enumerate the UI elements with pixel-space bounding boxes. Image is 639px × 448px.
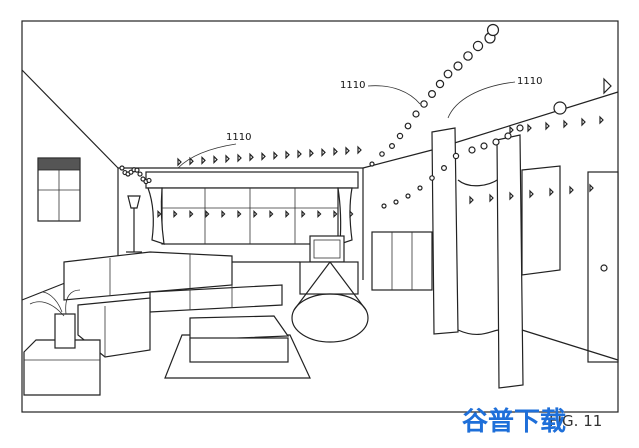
light-marker-triangle	[469, 195, 474, 205]
light-marker-triangle	[317, 209, 322, 219]
light-marker-triangle	[509, 125, 514, 135]
light-marker-triangle	[221, 209, 226, 219]
light-marker-circle	[381, 203, 387, 209]
light-marker-circle	[369, 161, 375, 167]
light-marker-triangle	[309, 148, 314, 158]
projection-cone	[291, 261, 369, 343]
light-marker-circle	[417, 185, 423, 191]
light-marker-triangle	[273, 151, 278, 161]
light-marker-triangle	[189, 156, 194, 166]
light-marker-triangle	[205, 209, 210, 219]
light-marker-circle	[472, 40, 484, 52]
light-marker-circle	[389, 143, 396, 150]
light-marker-triangle	[545, 121, 550, 131]
light-marker-triangle	[349, 209, 354, 219]
light-marker-triangle	[489, 193, 494, 203]
light-marker-triangle	[599, 115, 604, 125]
label-right-text: 1110	[517, 76, 542, 87]
light-marker-circle	[443, 69, 453, 79]
pillars	[431, 127, 524, 389]
light-marker-circle	[492, 138, 500, 146]
light-marker-circle	[429, 175, 435, 181]
light-marker-circle	[146, 177, 152, 184]
label-1110-left: 1110	[177, 132, 251, 169]
light-marker-circle	[404, 122, 412, 130]
light-marker-triangle	[213, 155, 218, 165]
light-marker-circle	[452, 152, 460, 160]
rug-and-table	[164, 315, 311, 379]
light-marker-circle	[486, 23, 500, 37]
right-wall-door	[521, 165, 619, 363]
room-structure	[21, 69, 619, 301]
light-marker-triangle	[225, 154, 230, 164]
light-marker-triangle	[333, 209, 338, 219]
light-marker-triangle	[333, 147, 338, 157]
kitchen-counter	[371, 231, 433, 291]
floor-lamp	[126, 195, 142, 253]
figure-caption: FIG. 11	[549, 412, 602, 430]
light-marker-circle	[379, 151, 385, 157]
light-marker-triangle	[569, 185, 574, 195]
light-marker-triangle	[301, 209, 306, 219]
light-marker-triangle	[189, 209, 194, 219]
label-left-text: 1110	[226, 132, 251, 143]
light-marker-triangle	[563, 119, 568, 129]
label-1110-center: 1110	[340, 80, 421, 105]
light-marker-circle	[119, 165, 125, 171]
light-marker-triangle	[201, 155, 206, 165]
light-marker-circle	[420, 100, 428, 108]
light-marker-triangle	[549, 187, 554, 197]
light-marker-triangle	[603, 77, 612, 95]
light-marker-triangle	[285, 150, 290, 160]
light-marker-circle	[396, 132, 404, 140]
light-marker-triangle	[237, 209, 242, 219]
light-marker-circle	[134, 167, 140, 173]
light-marker-triangle	[581, 117, 586, 127]
light-marker-triangle	[345, 146, 350, 156]
light-marker-triangle	[357, 145, 362, 155]
light-marker-circle	[463, 51, 473, 61]
label-1110-right: 1110	[447, 76, 542, 119]
light-marker-circle	[441, 165, 448, 172]
light-marker-triangle	[237, 153, 242, 163]
light-marker-triangle	[253, 209, 258, 219]
light-marker-triangle	[249, 152, 254, 162]
light-marker-circle	[516, 124, 524, 132]
light-marker-circle	[412, 110, 420, 118]
light-marker-triangle	[297, 149, 302, 159]
light-marker-triangle	[589, 183, 594, 193]
light-marker-triangle	[177, 157, 182, 167]
light-marker-circle	[393, 199, 399, 205]
light-marker-triangle	[157, 209, 162, 219]
light-marker-circle	[468, 146, 476, 154]
light-marker-triangle	[269, 209, 274, 219]
light-marker-circle	[405, 193, 411, 199]
light-marker-triangle	[321, 147, 326, 157]
light-marker-triangle	[285, 209, 290, 219]
light-marker-triangle	[261, 151, 266, 161]
light-marker-circle	[428, 89, 437, 98]
light-marker-circle	[137, 171, 143, 177]
light-marker-triangle	[173, 209, 178, 219]
tv-set	[299, 235, 359, 295]
label-center-text: 1110	[340, 80, 365, 91]
light-marker-circle	[504, 132, 512, 140]
light-marker-triangle	[509, 191, 514, 201]
back-window	[145, 171, 359, 245]
light-trail	[119, 23, 612, 219]
light-marker-circle	[553, 101, 567, 115]
light-marker-circle	[435, 79, 445, 89]
light-marker-triangle	[527, 123, 532, 133]
light-marker-circle	[453, 61, 463, 71]
light-marker-circle	[480, 142, 488, 150]
watermark-text: 谷普下载	[462, 406, 566, 437]
wall-window	[37, 157, 81, 222]
side-table-plant	[23, 289, 101, 396]
light-marker-triangle	[529, 189, 534, 199]
